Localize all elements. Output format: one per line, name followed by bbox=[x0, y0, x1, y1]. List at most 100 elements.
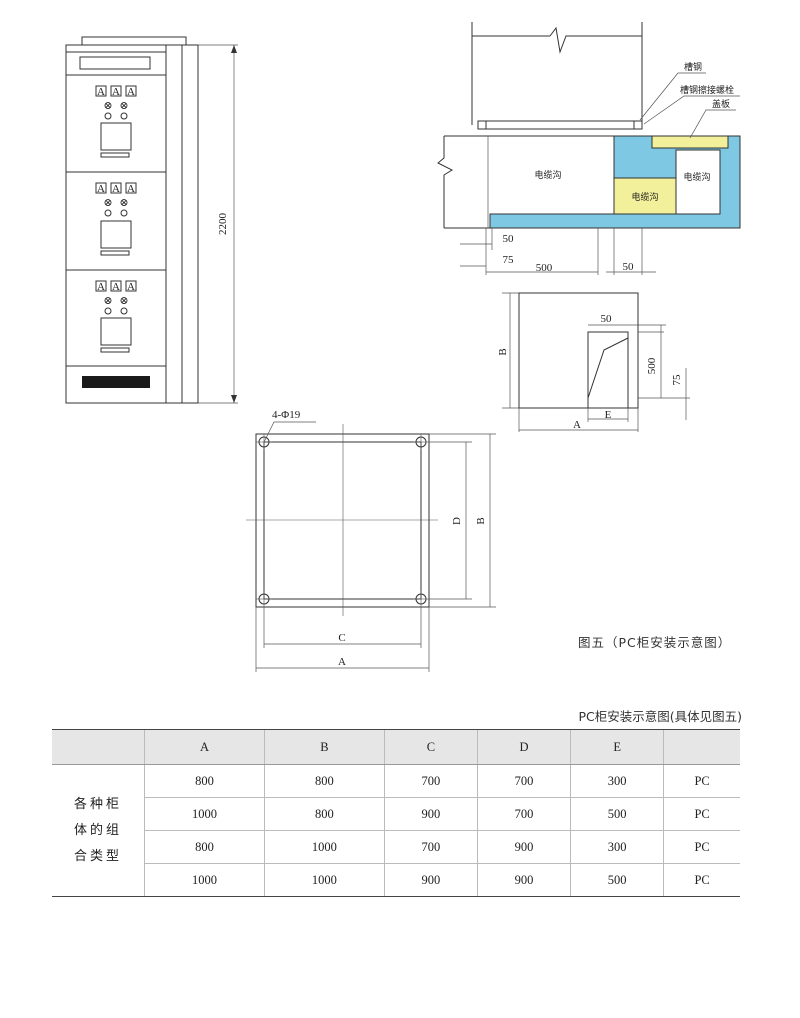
indicator-lamp-icon bbox=[104, 307, 112, 315]
cabinet-front-view: A A A ⊗ ⊗ A A A ⊗ ⊗ A A A ⊗ ⊗ bbox=[65, 36, 238, 404]
drawer-unit-1: A A A ⊗ ⊗ bbox=[95, 85, 137, 158]
indicator-lamp-icon bbox=[120, 307, 128, 315]
dim-B-frame: B bbox=[475, 517, 487, 524]
table-cell: 900 bbox=[476, 863, 571, 897]
svg-text:A: A bbox=[112, 183, 120, 195]
trench-cavity-center bbox=[613, 177, 677, 215]
dim-C: C bbox=[338, 632, 345, 644]
cover-plate-label: 盖板 bbox=[712, 98, 730, 110]
indicator-lamp-icon bbox=[104, 112, 112, 120]
table-cell: 900 bbox=[383, 863, 478, 897]
cabinet-body bbox=[65, 44, 199, 404]
dim-A: A bbox=[573, 419, 581, 431]
header-cell bbox=[52, 729, 145, 765]
drawer-handle-window bbox=[100, 220, 132, 249]
channel-steel bbox=[477, 120, 643, 130]
cabinet-top-cap bbox=[81, 36, 187, 46]
svg-text:A: A bbox=[127, 86, 135, 98]
header-cell-B: B bbox=[263, 729, 385, 765]
table-cell: PC bbox=[663, 764, 740, 798]
ventilation-grille bbox=[82, 376, 150, 388]
cable-trench-label: 电缆沟 bbox=[683, 171, 710, 183]
table-cell: 800 bbox=[144, 830, 265, 864]
svg-text:A: A bbox=[127, 183, 135, 195]
svg-text:A: A bbox=[127, 281, 135, 293]
table-cell: 800 bbox=[263, 797, 385, 831]
nameplate bbox=[79, 56, 151, 70]
dim-E: E bbox=[605, 409, 612, 421]
table-cell: PC bbox=[663, 863, 740, 897]
installation-drawing: A A A ⊗ ⊗ A A A ⊗ ⊗ A A A ⊗ ⊗ bbox=[65, 22, 741, 672]
drawer-unit-2: A A A ⊗ ⊗ bbox=[95, 182, 137, 256]
table-row: 800 1000 700 900 300 PC bbox=[52, 830, 740, 864]
dim-50: 50 bbox=[503, 233, 515, 245]
break-line bbox=[549, 26, 642, 54]
floor-opening-plan: B A E 50 500 75 bbox=[497, 292, 690, 432]
table-cell: 300 bbox=[570, 764, 664, 798]
svg-text:A: A bbox=[97, 183, 105, 195]
cable-trench-label: 电缆沟 bbox=[631, 191, 658, 203]
knob-icon: ⊗ bbox=[103, 100, 112, 112]
base-outline bbox=[518, 292, 639, 409]
header-cell-A: A bbox=[144, 729, 265, 765]
table-cell: 700 bbox=[476, 797, 571, 831]
dim-500-opening: 500 bbox=[646, 357, 658, 374]
dim-B: B bbox=[497, 348, 509, 355]
table-cell: 700 bbox=[383, 830, 478, 864]
cabinet-combination-table: A B C D E 各种柜 体的组 合类型 800 800 700 700 30… bbox=[52, 729, 740, 897]
svg-text:A: A bbox=[112, 86, 120, 98]
table-cell: 900 bbox=[383, 797, 478, 831]
drawer-handle-window bbox=[100, 317, 132, 346]
dim-D: D bbox=[451, 517, 463, 525]
dim-50-opening: 50 bbox=[601, 313, 613, 325]
table-cell: PC bbox=[663, 830, 740, 864]
knob-icon: ⊗ bbox=[119, 295, 128, 307]
holes-callout: 4-Φ19 bbox=[272, 409, 301, 421]
header-cell bbox=[663, 729, 740, 765]
dim-500: 500 bbox=[536, 262, 553, 274]
cable-trench-section: 电缆沟 电缆沟 电缆沟 槽钢 槽钢擦接螺栓 盖板 50 75 500 50 bbox=[437, 22, 741, 275]
dim-75: 75 bbox=[503, 254, 515, 266]
cable-trench-label: 电缆沟 bbox=[534, 169, 561, 181]
indicator-lamp-icon bbox=[120, 112, 128, 120]
table-title: PC柜安装示意图(具体见图五) bbox=[578, 709, 742, 724]
figure-caption: 图五（PC柜安装示意图） bbox=[578, 635, 732, 650]
table-cell: 1000 bbox=[144, 863, 265, 897]
slab-break-line bbox=[437, 136, 454, 228]
ammeter-label: A bbox=[97, 86, 105, 98]
table-row: 1000 1000 900 900 500 PC bbox=[52, 863, 740, 897]
trench-cavity-right bbox=[675, 149, 721, 215]
table-cell: 1000 bbox=[263, 830, 385, 864]
table-cell: 800 bbox=[263, 764, 385, 798]
table-cell: 700 bbox=[476, 764, 571, 798]
channel-steel-label: 槽钢 bbox=[684, 61, 702, 73]
cable-opening bbox=[587, 331, 629, 409]
base-frame-inner bbox=[263, 441, 422, 600]
table-cell: 1000 bbox=[144, 797, 265, 831]
table-cell: 300 bbox=[570, 830, 664, 864]
dim-75-opening: 75 bbox=[671, 374, 683, 386]
table-cell: 900 bbox=[476, 830, 571, 864]
drawer-unit-3: A A A ⊗ ⊗ bbox=[95, 280, 137, 353]
header-cell-C: C bbox=[383, 729, 478, 765]
header-cell-E: E bbox=[570, 729, 664, 765]
knob-icon: ⊗ bbox=[119, 100, 128, 112]
dim-50-right: 50 bbox=[623, 261, 635, 273]
table-cell: PC bbox=[663, 797, 740, 831]
svg-text:A: A bbox=[97, 281, 105, 293]
table-row: 各种柜 体的组 合类型 800 800 700 700 300 PC bbox=[52, 764, 740, 897]
row-group-label: 各种柜 体的组 合类型 bbox=[52, 764, 145, 897]
table-header-row: A B C D E bbox=[52, 729, 740, 765]
table-cell: 1000 bbox=[263, 863, 385, 897]
table-cell: 500 bbox=[570, 797, 664, 831]
base-frame-plan: 4-Φ19 D B C A bbox=[246, 409, 496, 672]
indicator-lamp-icon bbox=[104, 209, 112, 217]
table-cell: 500 bbox=[570, 863, 664, 897]
table-cell: 800 bbox=[144, 764, 265, 798]
weld-bolt-label: 槽钢擦接螺栓 bbox=[680, 84, 734, 96]
header-cell-D: D bbox=[476, 729, 571, 765]
drawer-handle-window bbox=[100, 122, 132, 151]
base-frame-outer bbox=[255, 433, 430, 608]
table-cell: 700 bbox=[383, 764, 478, 798]
svg-text:A: A bbox=[112, 281, 120, 293]
